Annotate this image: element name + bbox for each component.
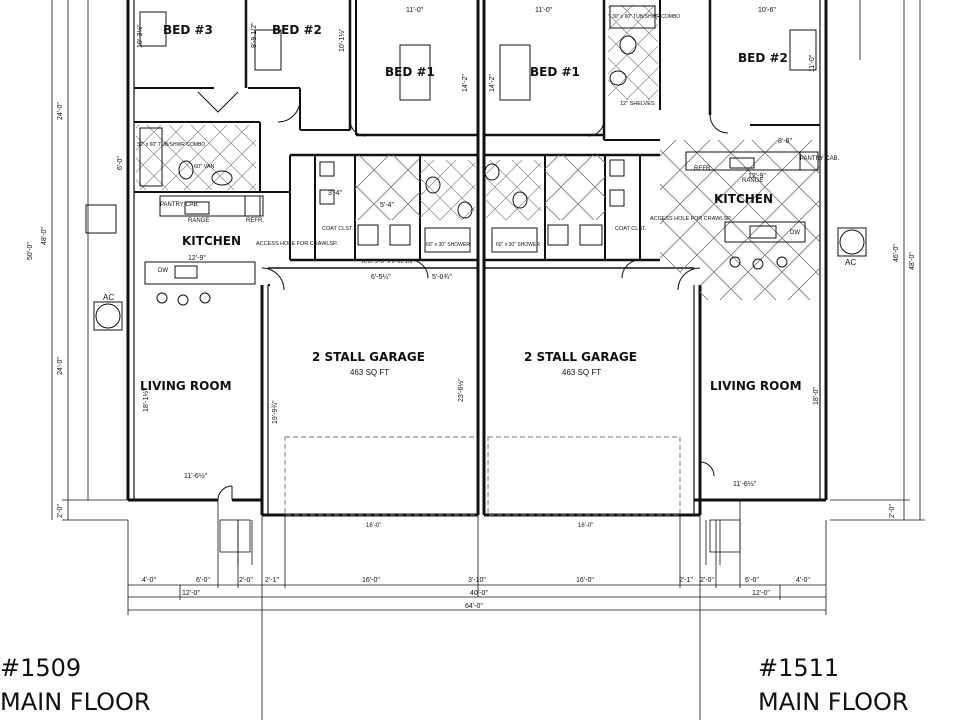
left-kitchen-label: KITCHEN bbox=[182, 234, 241, 248]
left-living-label: LIVING ROOM bbox=[140, 379, 232, 393]
dim-living-h: 18'-1½" bbox=[142, 388, 150, 412]
left-ac-note: AC bbox=[103, 293, 114, 302]
right-ac-note: AC bbox=[845, 258, 856, 267]
right-pantry-note: PANTRY CAB. bbox=[800, 156, 840, 162]
dim-r-bed2-w: 10'-6" bbox=[758, 7, 776, 14]
left-range-note: RANGE bbox=[188, 218, 209, 224]
left-bed1-label: BED #1 bbox=[385, 65, 435, 79]
right-range-note: RANGE bbox=[742, 178, 763, 184]
dimension-lines bbox=[51, 0, 925, 720]
left-shower-note: 60" x 30" SHOWER bbox=[426, 242, 470, 248]
dim-r1-9: 6'-0" bbox=[745, 577, 759, 584]
dim-hall: 6'-5¼" bbox=[371, 274, 391, 281]
right-garage-area: 463 SQ FT bbox=[562, 368, 601, 377]
right-coat-note: COAT CLST. bbox=[615, 226, 647, 232]
left-unit-floor: MAIN FLOOR bbox=[0, 688, 151, 716]
dim-r1-0: 4'-0" bbox=[142, 577, 156, 584]
dim-r2-left: 12'-0" bbox=[182, 590, 200, 597]
dim-r2-mid: 40'-0" bbox=[470, 590, 488, 597]
right-kitchen-label: KITCHEN bbox=[714, 192, 773, 206]
dim-garage-w1: 19'-9¾" bbox=[272, 400, 279, 424]
dim-bed1-w: 11'-0" bbox=[406, 7, 424, 14]
dim-hall2: 5'-0¾" bbox=[432, 274, 452, 281]
dim-r1-6: 16'-0" bbox=[576, 577, 594, 584]
left-access-note: ACCESS HOLE FOR CRAWLSP. bbox=[256, 241, 338, 247]
dim-right-door: 16'-0" bbox=[578, 523, 593, 529]
right-shelves-note: 12" SHELVES bbox=[620, 101, 655, 107]
right-bed2-label: BED #2 bbox=[738, 51, 788, 65]
dim-r-side-outer: 48'-0" bbox=[909, 252, 916, 270]
right-fixtures bbox=[484, 5, 867, 270]
dim-side-2: 2'-0" bbox=[57, 504, 64, 518]
left-refr-note: REFR. bbox=[246, 218, 264, 224]
left-pantry-note: PANTRY CAB. bbox=[160, 202, 200, 208]
dim-side-top: 24'-0" bbox=[57, 102, 64, 120]
dim-left-door: 16'-0" bbox=[366, 523, 381, 529]
dim-side-total: 48'-0" bbox=[41, 227, 48, 245]
right-tub-note: 30" x 60" TUB/SHWR COMBO bbox=[612, 14, 680, 20]
dim-ro: R.O. 5'-3" x 6'-10 1/2" bbox=[362, 259, 415, 265]
right-refr-note: REFR. bbox=[694, 166, 712, 172]
dim-closet2: 3'-4" bbox=[328, 190, 342, 197]
dim-r1-1: 6'-0" bbox=[196, 577, 210, 584]
left-fixtures bbox=[85, 11, 473, 331]
right-bed1-label: BED #1 bbox=[530, 65, 580, 79]
dim-bath-h: 6'-0" bbox=[117, 156, 124, 170]
left-dw-note: DW bbox=[158, 268, 168, 274]
left-tub-note: 30" x 60" TUB/SHWR COMBO bbox=[137, 142, 205, 148]
left-van-note: 60" VAN bbox=[194, 164, 215, 170]
dim-r3: 64'-0" bbox=[465, 603, 483, 610]
dim-r2-right: 12'-0" bbox=[752, 590, 770, 597]
right-dw-note: DW bbox=[790, 230, 800, 236]
dim-r-bed1-h: 14'-2" bbox=[489, 74, 496, 92]
dim-r1-3: 2'-1" bbox=[265, 577, 279, 584]
left-coat-note: COAT CLST. bbox=[322, 226, 354, 232]
right-garage-label: 2 STALL GARAGE bbox=[524, 350, 637, 364]
dim-r-side-2: 2'-0" bbox=[889, 504, 896, 518]
dim-r-living-h: 18'-0" bbox=[813, 387, 820, 405]
right-access-note: ACCESS HOLE FOR CRAWLSP. bbox=[650, 216, 732, 222]
right-living-label: LIVING ROOM bbox=[710, 379, 802, 393]
dim-r-living-w: 11'-6½" bbox=[733, 480, 757, 488]
dim-bed1-h: 14'-2" bbox=[462, 74, 469, 92]
dim-r-bed2-h: 11'-0" bbox=[809, 54, 816, 72]
dim-bed3-h: 10'-3½" bbox=[136, 24, 144, 48]
dim-garage-h: 23'-6½" bbox=[457, 378, 465, 402]
dim-r-bed2-closet: 8'-6" bbox=[778, 138, 792, 145]
dim-r-kitchen-w: 12'-9" bbox=[748, 173, 766, 180]
dim-r-side-total: 46'-0" bbox=[893, 244, 900, 262]
dim-kitchen-w: 12'-9" bbox=[188, 255, 206, 262]
left-bed2-label: BED #2 bbox=[272, 23, 322, 37]
dim-r-bed1-w: 11'-0" bbox=[535, 7, 553, 14]
dim-r1-2: 2'-0" bbox=[239, 577, 253, 584]
dim-side-outer: 50'-0" bbox=[27, 242, 34, 260]
dim-r1-8: 2'-0" bbox=[700, 577, 714, 584]
right-unit-number: #1511 bbox=[758, 654, 839, 682]
left-bed3-label: BED #3 bbox=[163, 23, 213, 37]
dim-bed2-w: 10'-1½" bbox=[338, 28, 346, 52]
dim-r1-10: 4'-0" bbox=[796, 577, 810, 584]
dim-r1-5: 3'-10" bbox=[468, 577, 486, 584]
left-garage-area: 463 SQ FT bbox=[350, 368, 389, 377]
dim-side-bottom: 24'-0" bbox=[57, 357, 64, 375]
dim-closet1: 5'-4" bbox=[380, 202, 394, 209]
right-shower-note: 60" x 30" SHOWER bbox=[496, 242, 540, 248]
dim-bed2-h: 8'-9 1/2" bbox=[251, 22, 258, 48]
dim-r1-7: 2'-1" bbox=[679, 577, 693, 584]
dim-row1: 4'-0" 6'-0" 2'-0" 2'-1" 16'-0" 3'-10" 16… bbox=[142, 577, 810, 584]
dim-r1-4: 16'-0" bbox=[362, 577, 380, 584]
dim-living-w: 11'-6½" bbox=[184, 472, 208, 480]
left-unit-number: #1509 bbox=[0, 654, 81, 682]
right-unit-floor: MAIN FLOOR bbox=[758, 688, 909, 716]
left-garage-label: 2 STALL GARAGE bbox=[312, 350, 425, 364]
